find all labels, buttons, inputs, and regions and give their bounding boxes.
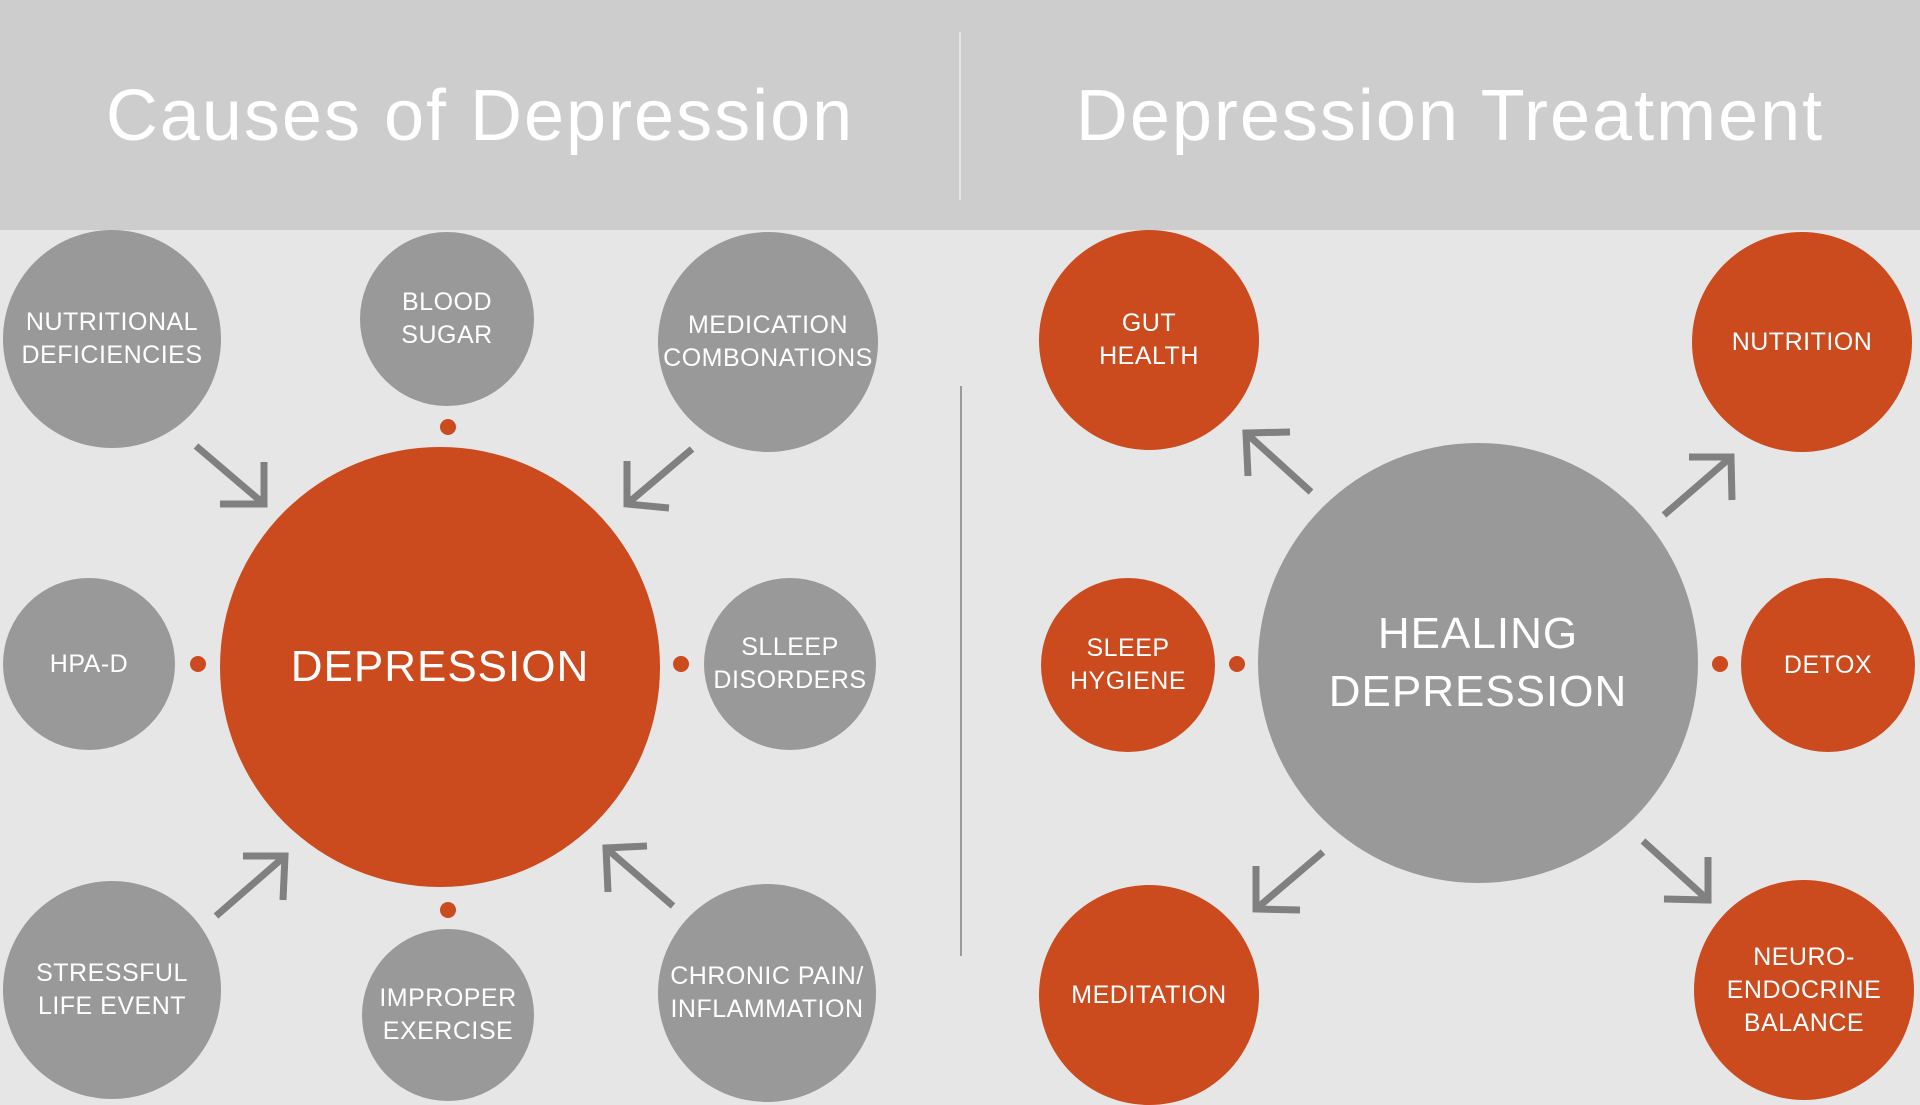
label-line: MEDITATION (1071, 980, 1227, 1009)
label-line: HEALING (1377, 609, 1579, 658)
arrow-nutritional-to-depression (193, 443, 268, 508)
arrow-chronic-pain-to-depression (602, 842, 676, 909)
connector-dot (673, 656, 689, 672)
header-divider (959, 32, 961, 200)
cause-nutritional-deficiencies: NUTRITIONAL DEFICIENCIES (3, 230, 221, 448)
cause-label: CHRONIC PAIN/INFLAMMATION (670, 960, 864, 1026)
healing-depression-hub: HEALING DEPRESSION (1258, 443, 1698, 883)
healing-hub-label: HEALING DEPRESSION (1329, 605, 1628, 721)
label-line: ENDOCRINE (1726, 975, 1882, 1004)
cause-sleep-disorders: SLLEEP DISORDERS (704, 578, 876, 750)
treatment-label: MEDITATION (1071, 979, 1226, 1012)
label-line: DEFICIENCIES (21, 341, 203, 369)
cause-label: MEDICATION COMBONATIONS (663, 309, 873, 375)
arrow-healing-to-nutrition (1661, 453, 1736, 518)
label-line: NEURO- (1753, 942, 1855, 971)
label-line: SUGAR (401, 321, 493, 349)
label-line: COMBONATIONS (663, 344, 873, 372)
label-line: EXERCISE (382, 1017, 514, 1045)
treatment-label: NEURO- ENDOCRINE BALANCE (1727, 941, 1882, 1040)
cause-improper-exercise: IMPROPER EXERCISE (362, 929, 534, 1101)
depression-hub: DEPRESSION (220, 447, 660, 887)
connector-dot (1229, 656, 1245, 672)
label-line: NUTRITIONAL (25, 308, 199, 336)
treatment-gut-health: GUT HEALTH (1039, 230, 1259, 450)
arrow-healing-to-meditation (1252, 849, 1326, 914)
cause-blood-sugar: BLOOD SUGAR (360, 232, 534, 406)
treatment-detox: DETOX (1741, 578, 1915, 752)
label-line: GUT (1121, 309, 1177, 337)
arrow-healing-to-neuroendocrine (1640, 838, 1712, 904)
cause-label: HPA-D (50, 648, 128, 681)
label-line: DISORDERS (713, 666, 867, 694)
treatment-label: SLEEP HYGIENE (1070, 632, 1186, 698)
connector-dot (440, 419, 456, 435)
cause-label: BLOOD SUGAR (401, 286, 492, 352)
label-line: LIFE EVENT (37, 992, 187, 1020)
treatment-meditation: MEDITATION (1039, 885, 1259, 1105)
cause-chronic-pain: CHRONIC PAIN/INFLAMMATION (658, 884, 876, 1102)
section-divider (960, 386, 962, 956)
label-line: DEPRESSION (290, 642, 590, 691)
label-line: BLOOD (401, 288, 493, 316)
label-line: HEALTH (1099, 342, 1199, 370)
connector-dot (440, 902, 456, 918)
label-line: MEDICATION (687, 311, 849, 339)
header-bar: Causes of Depression Depression Treatmen… (0, 0, 1920, 230)
label-line: CHRONIC PAIN/ (670, 962, 864, 990)
arrow-healing-to-gut-health (1242, 428, 1314, 495)
treatment-label: NUTRITION (1732, 326, 1873, 359)
label-line: INFLAMMATION (670, 995, 864, 1023)
cause-label: SLLEEP DISORDERS (713, 631, 866, 697)
cause-label: IMPROPER EXERCISE (379, 982, 516, 1048)
label-line: HYGIENE (1069, 667, 1187, 695)
label-line: IMPROPER (379, 984, 517, 1012)
cause-stressful-life-event: STRESSFUL LIFE EVENT (3, 881, 221, 1099)
label-line: SLLEEP (741, 633, 839, 661)
cause-hpa-d: HPA-D (3, 578, 175, 750)
cause-label: NUTRITIONAL DEFICIENCIES (21, 306, 202, 372)
treatment-nutrition: NUTRITION (1692, 232, 1912, 452)
treatment-sleep-hygiene: SLEEP HYGIENE (1041, 578, 1215, 752)
depression-hub-label: DEPRESSION (291, 638, 590, 696)
label-line: STRESSFUL (36, 959, 188, 987)
label-line: NUTRITION (1731, 327, 1873, 356)
treatment-neuroendocrine-balance: NEURO- ENDOCRINE BALANCE (1694, 880, 1914, 1100)
cause-medication-combinations: MEDICATION COMBONATIONS (658, 232, 878, 452)
treatment-title: Depression Treatment (1075, 76, 1825, 156)
treatment-label: DETOX (1784, 649, 1872, 682)
label-line: BALANCE (1743, 1008, 1865, 1037)
arrow-medication-to-depression (623, 446, 695, 512)
causes-title: Causes of Depression (105, 76, 855, 156)
connector-dot (190, 656, 206, 672)
treatment-label: GUT HEALTH (1099, 307, 1199, 373)
label-line: DEPRESSION (1328, 667, 1628, 716)
arrow-stressful-to-depression (213, 852, 289, 919)
label-line: SLEEP (1086, 634, 1170, 662)
label-line: HPA-D (49, 649, 129, 678)
connector-dot (1712, 656, 1728, 672)
cause-label: STRESSFUL LIFE EVENT (36, 957, 188, 1023)
label-line: DETOX (1783, 650, 1873, 679)
